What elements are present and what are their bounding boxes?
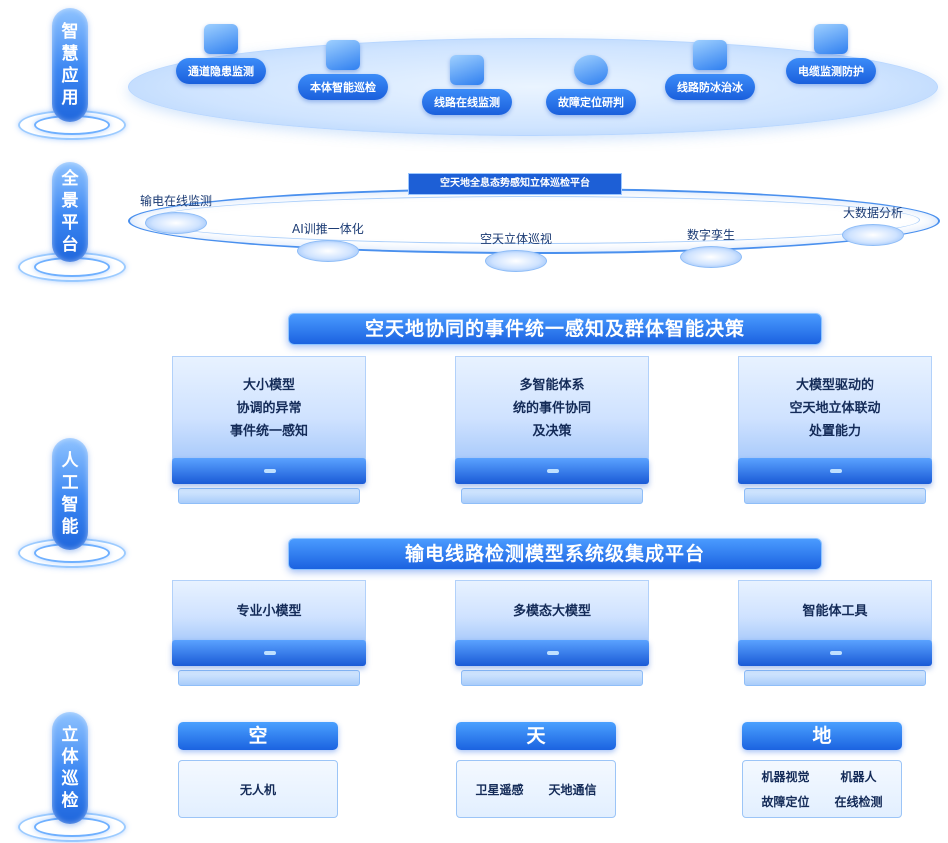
ai-card-screen: 大小模型 协调的异常 事件统一感知 — [172, 356, 366, 460]
app-line-monitoring: 线路在线监测 — [422, 55, 512, 115]
wrench-icon — [574, 55, 608, 85]
patrol-item: 卫星遥感 — [475, 782, 524, 797]
node-online-monitoring: 输电在线监测 — [140, 192, 212, 234]
node-air-space-patrol: 空天立体巡视 — [480, 230, 552, 272]
layer-panorama: 全景平台 — [18, 162, 126, 282]
app-cable-protection: 电缆监测防护 — [786, 24, 876, 84]
app-label: 电缆监测防护 — [786, 58, 876, 84]
ai-card-3: 大模型驱动的 空天地立体联动 处置能力 — [738, 356, 932, 504]
device-stand — [178, 488, 360, 504]
patrol-item: 故障定位 — [761, 795, 810, 809]
app-label: 线路防冰治冰 — [665, 74, 755, 100]
patrol-head: 空 — [178, 722, 338, 750]
app-body-inspection: 本体智能巡检 — [298, 40, 388, 100]
device-icon — [693, 40, 727, 70]
device-body — [738, 458, 932, 484]
device-body — [738, 640, 932, 666]
device-body — [455, 640, 649, 666]
device-stand — [461, 670, 643, 686]
model-card-screen: 智能体工具 — [738, 580, 932, 642]
model-card-agent: 智能体工具 — [738, 580, 932, 686]
node-big-data: 大数据分析 — [842, 204, 904, 246]
platform-title: 空天地全息态势感知立体巡检平台 — [408, 173, 622, 195]
ai-card-screen: 大模型驱动的 空天地立体联动 处置能力 — [738, 356, 932, 460]
patrol-item: 天地通信 — [548, 782, 597, 797]
layer-label-patrol: 立体巡检 — [52, 712, 88, 824]
node-ai-training: AI训推一体化 — [292, 220, 364, 262]
inspection-icon — [326, 40, 360, 70]
device-body — [172, 458, 366, 484]
device-stand — [744, 670, 926, 686]
app-channel-hazard: 通道隐患监测 — [176, 24, 266, 84]
layer-label-ai: 人工智能 — [52, 438, 88, 550]
layer-patrol: 立体巡检 — [18, 712, 126, 842]
ai-card-screen: 多智能体系 统的事件协同 及决策 — [455, 356, 649, 460]
layer-ai: 人工智能 — [18, 438, 126, 568]
app-fault-location: 故障定位研判 — [546, 55, 636, 115]
layer-label-panorama: 全景平台 — [52, 162, 88, 262]
patrol-box: 无人机 — [178, 760, 338, 818]
patrol-space: 天 卫星遥感 天地通信 — [456, 722, 616, 818]
patrol-head: 地 — [742, 722, 902, 750]
device-body — [455, 458, 649, 484]
patrol-item: 无人机 — [239, 782, 276, 797]
patrol-ground: 地 机器视觉 机器人 故障定位 在线检测 — [742, 722, 902, 818]
banner-integration-platform: 输电线路检测模型系统级集成平台 — [288, 538, 822, 570]
device-stand — [178, 670, 360, 686]
banner-collaborative-decision: 空天地协同的事件统一感知及群体智能决策 — [288, 313, 822, 345]
database-icon — [814, 24, 848, 54]
smart-app-ellipse — [128, 38, 938, 136]
app-anti-icing: 线路防冰治冰 — [665, 40, 755, 100]
ai-card-1: 大小模型 协调的异常 事件统一感知 — [172, 356, 366, 504]
node-digital-twin: 数字孪生 — [680, 226, 742, 268]
device-stand — [461, 488, 643, 504]
patrol-item: 机器人 — [840, 770, 877, 784]
model-card-screen: 多模态大模型 — [455, 580, 649, 642]
monitor-icon — [204, 24, 238, 54]
model-card-screen: 专业小模型 — [172, 580, 366, 642]
patrol-air: 空 无人机 — [178, 722, 338, 818]
patrol-head: 天 — [456, 722, 616, 750]
patrol-box: 卫星遥感 天地通信 — [456, 760, 616, 818]
device-stand — [744, 488, 926, 504]
ai-card-2: 多智能体系 统的事件协同 及决策 — [455, 356, 649, 504]
patrol-item: 在线检测 — [834, 795, 883, 809]
layer-smart-app: 智慧应用 — [18, 8, 126, 140]
device-body — [172, 640, 366, 666]
patrol-box: 机器视觉 机器人 故障定位 在线检测 — [742, 760, 902, 818]
app-label: 本体智能巡检 — [298, 74, 388, 100]
model-card-multimodal: 多模态大模型 — [455, 580, 649, 686]
layer-label-smart-app: 智慧应用 — [52, 8, 88, 122]
app-label: 线路在线监测 — [422, 89, 512, 115]
app-label: 通道隐患监测 — [176, 58, 266, 84]
model-card-small: 专业小模型 — [172, 580, 366, 686]
server-icon — [450, 55, 484, 85]
app-label: 故障定位研判 — [546, 89, 636, 115]
patrol-item: 机器视觉 — [761, 770, 810, 784]
